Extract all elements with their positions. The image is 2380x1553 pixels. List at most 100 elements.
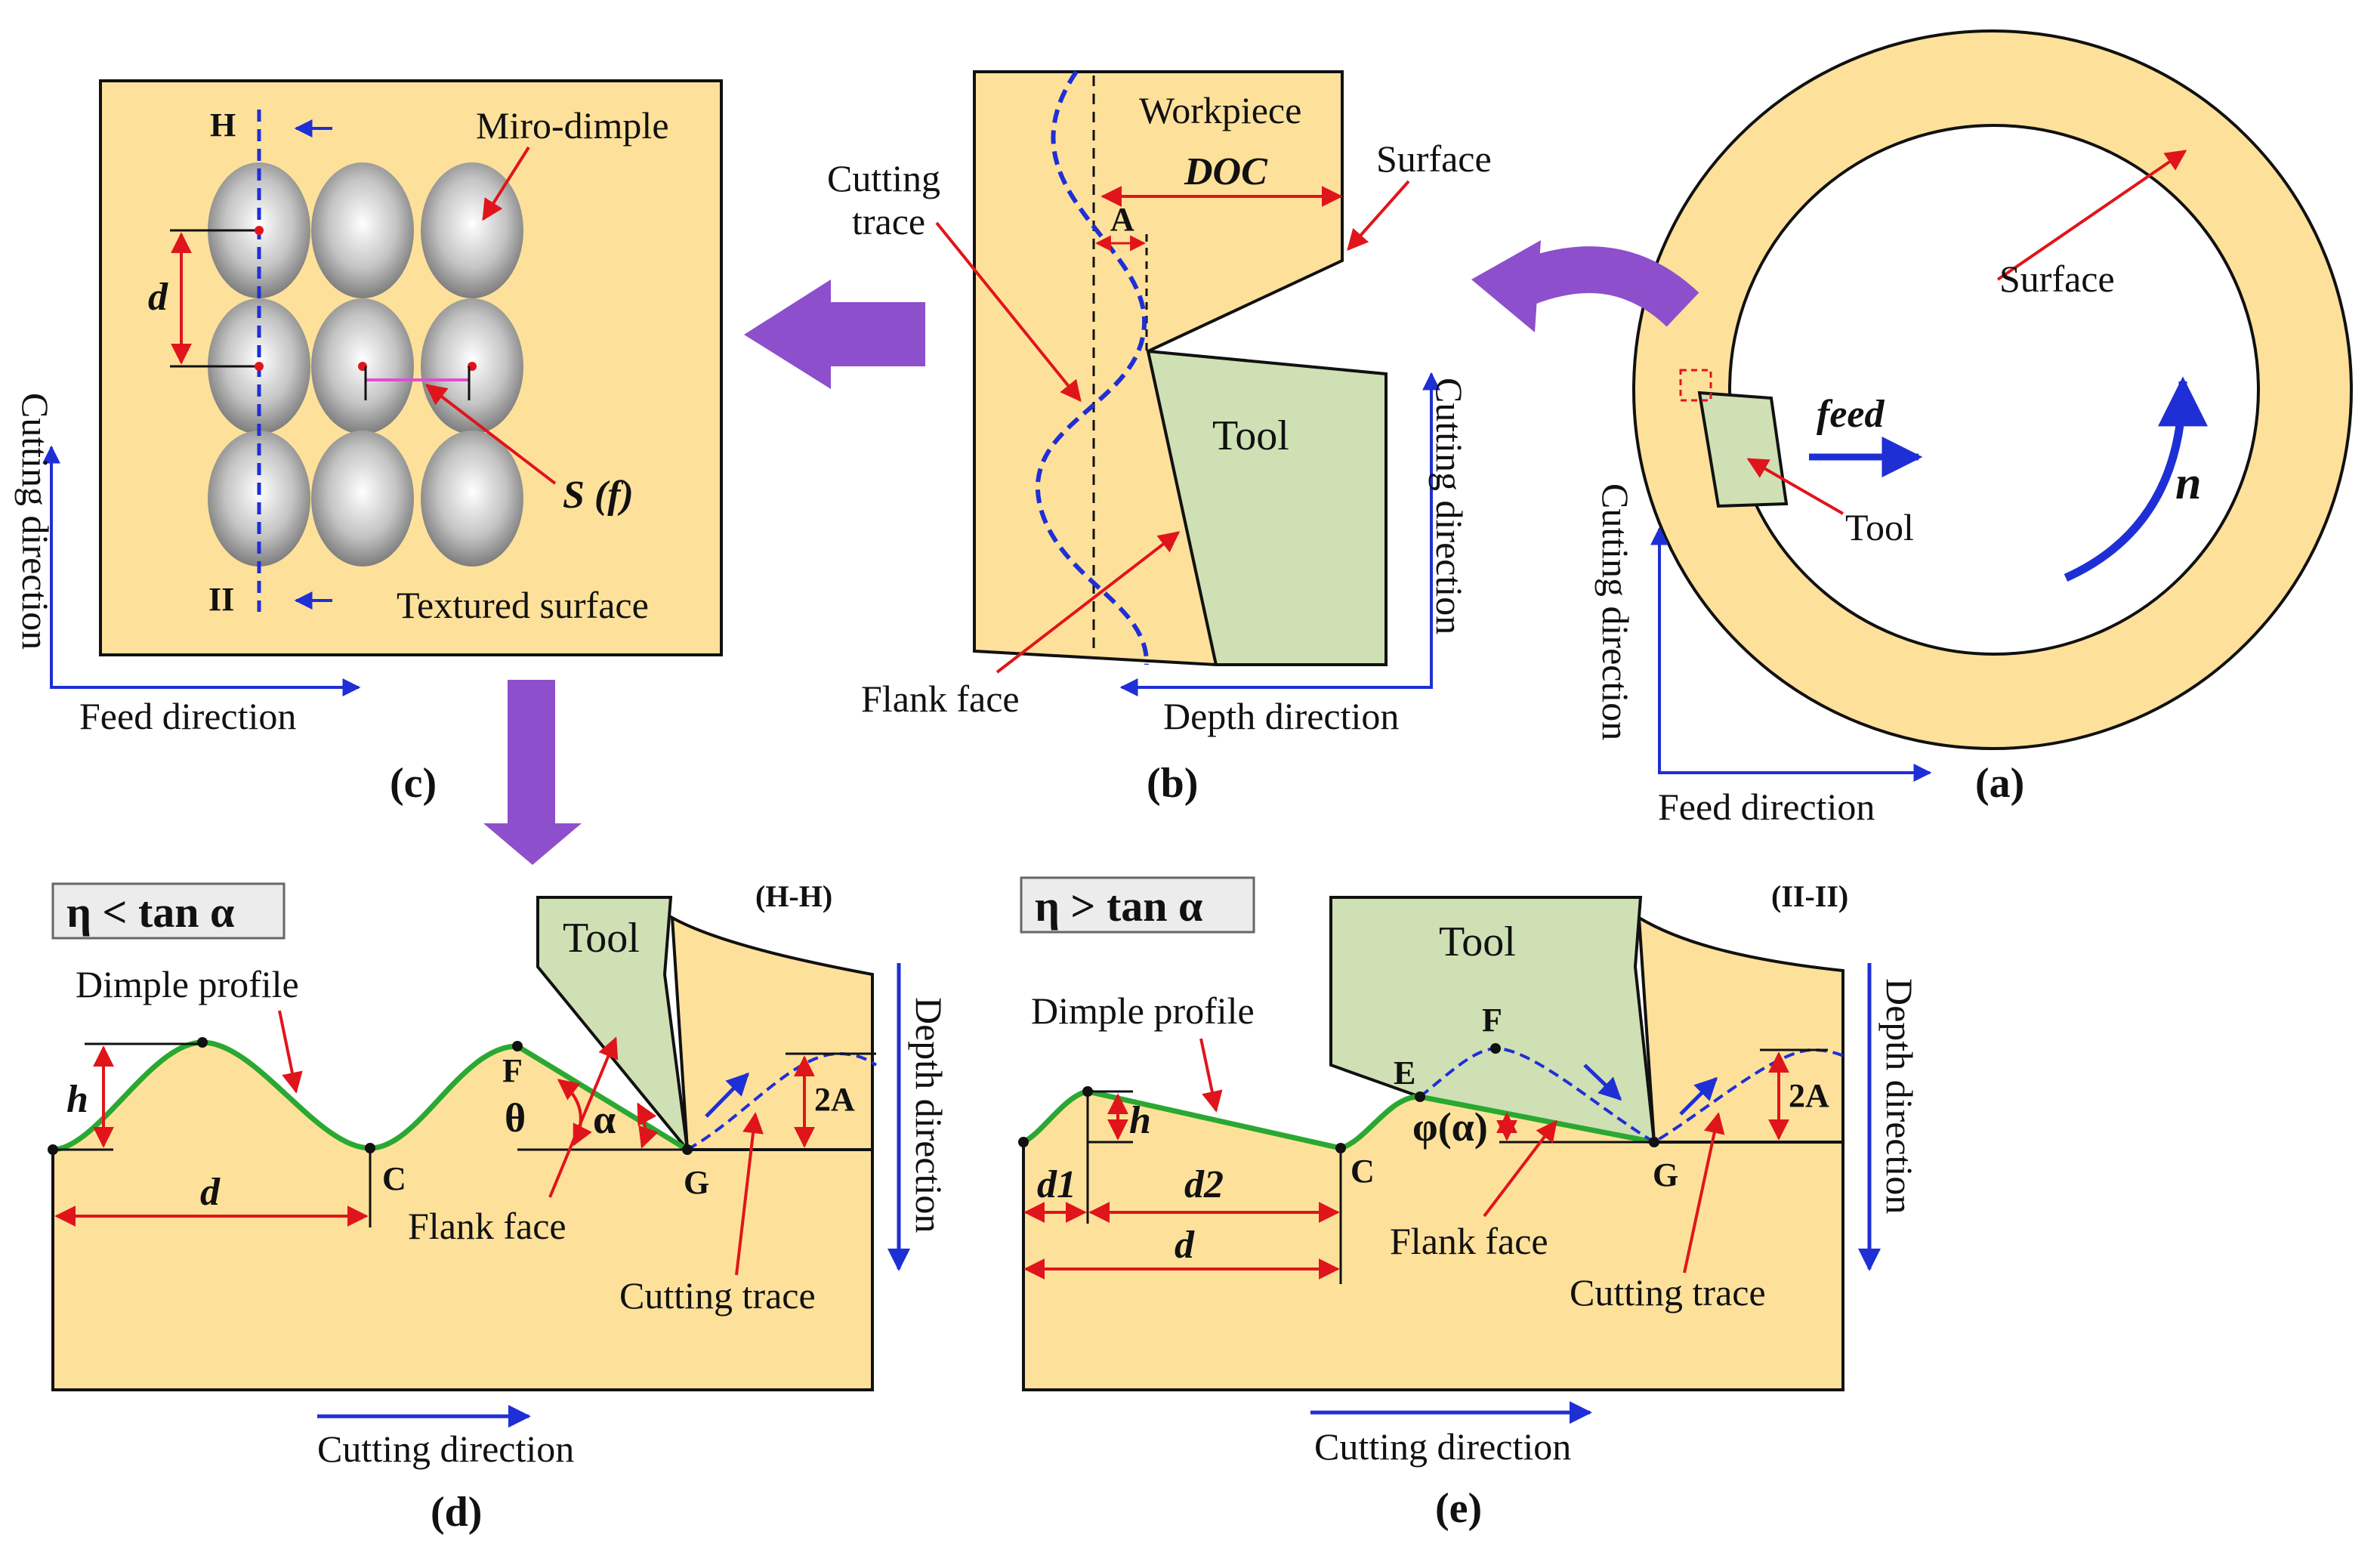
dimple-profile-pointer-e bbox=[1199, 1038, 1223, 1113]
panel-letter-b: (b) bbox=[1147, 760, 1198, 807]
panel-c: H II Miro-dimple d S (f) Textured surfac… bbox=[14, 79, 723, 807]
profile-peak-point-d bbox=[197, 1037, 208, 1048]
spacing-label-c: d bbox=[148, 276, 168, 319]
height-label-e: h bbox=[1129, 1099, 1151, 1142]
surface-pointer bbox=[1996, 150, 2187, 281]
condition-label-e: η > tan α bbox=[1035, 881, 1202, 931]
point-c-label-e: C bbox=[1351, 1153, 1375, 1190]
dimple bbox=[311, 162, 414, 298]
height-label-d: h bbox=[66, 1078, 88, 1121]
workpiece-upper-d bbox=[670, 915, 874, 1151]
profile-start-point-d bbox=[48, 1144, 58, 1155]
panel-d: η < tan α (H-H) Tool Dimple profile h d … bbox=[48, 879, 950, 1536]
dimple-profile-label-d: Dimple profile bbox=[76, 963, 299, 1005]
section-label-top: H bbox=[210, 107, 236, 144]
cutting-trace-pointer bbox=[935, 221, 1082, 403]
axes-b bbox=[1125, 374, 1433, 689]
textured-label: Textured surface bbox=[397, 584, 649, 626]
transition-arrow-b-c bbox=[744, 279, 925, 389]
cutting-trace-pointer-e bbox=[1683, 1112, 1725, 1274]
alpha-arc bbox=[637, 1102, 659, 1149]
condition-box-e bbox=[1020, 876, 1255, 934]
point-f-e bbox=[1490, 1043, 1501, 1054]
surface-label: Surface bbox=[1999, 258, 2115, 300]
d1-label-e: d1 bbox=[1037, 1163, 1076, 1206]
panel-e: η > tan α (II-II) Tool Dimple profile h … bbox=[1018, 876, 1921, 1532]
panel-letter-e: (e) bbox=[1435, 1485, 1482, 1532]
feed-spacing-label: S (f) bbox=[563, 474, 634, 517]
cutting-trace-label-e: Cutting trace bbox=[1570, 1271, 1766, 1314]
cutting-trace-label-1: Cutting bbox=[827, 157, 940, 199]
profile-start-point-e bbox=[1018, 1137, 1029, 1147]
depth-direction-label-b: Depth direction bbox=[1163, 695, 1399, 737]
theta-arc bbox=[557, 1079, 592, 1147]
rotation-arrow bbox=[2064, 376, 2208, 582]
cutting-direction-label-e: Cutting direction bbox=[1314, 1425, 1571, 1468]
workpiece-upper-e bbox=[1637, 915, 1844, 1144]
point-c-e bbox=[1335, 1143, 1346, 1153]
point-c-d bbox=[365, 1143, 375, 1153]
spacing-label-e: d bbox=[1175, 1224, 1195, 1267]
panel-letter-c: (c) bbox=[390, 760, 437, 807]
cutting-trace-label-d: Cutting trace bbox=[619, 1274, 816, 1317]
section-label-d: (H-H) bbox=[755, 879, 832, 913]
doc-label: DOC bbox=[1184, 150, 1268, 193]
axes-a bbox=[1658, 529, 1926, 774]
cutting-trace-curve-e bbox=[1418, 1046, 1848, 1144]
feed-spacing-pointer bbox=[424, 384, 557, 485]
panel-a: Surface feed Tool n Cutting direction Fe… bbox=[1594, 29, 2353, 828]
dimple-profile-label-e: Dimple profile bbox=[1031, 990, 1255, 1032]
flank-face-pointer-d bbox=[548, 1036, 619, 1198]
depth-direction-label-d: Depth direction bbox=[908, 997, 950, 1233]
point-f-label-e: F bbox=[1482, 1002, 1502, 1039]
alpha-label: α bbox=[593, 1097, 616, 1142]
tool-label-e: Tool bbox=[1439, 919, 1516, 965]
section-label-e: (II-II) bbox=[1771, 879, 1848, 913]
tool-shape-d bbox=[536, 896, 690, 1155]
cutting-direction-label-a: Cutting direction bbox=[1594, 483, 1637, 740]
amplitude-label-b: A bbox=[1110, 201, 1134, 238]
amplitude-label-e: 2A bbox=[1789, 1077, 1829, 1114]
rotation-label: n bbox=[2175, 458, 2201, 509]
panel-letter-d: (d) bbox=[431, 1489, 482, 1536]
section-label-bottom: II bbox=[208, 581, 234, 618]
condition-box-d bbox=[51, 882, 286, 940]
panel-letter-a: (a) bbox=[1975, 760, 2024, 807]
depth-direction-label-e: Depth direction bbox=[1878, 978, 1921, 1214]
workpiece-bore bbox=[1728, 124, 2260, 656]
tool-pointer bbox=[1746, 458, 1844, 515]
transition-arrow-c-d bbox=[483, 680, 582, 865]
trace-direction-arrow-d bbox=[705, 1072, 750, 1118]
tool-shape-b bbox=[1146, 349, 1388, 666]
dimple bbox=[208, 431, 310, 567]
panel-b: Workpiece DOC Surface Cutting trace A To… bbox=[827, 70, 1492, 807]
flank-face-pointer bbox=[996, 531, 1181, 674]
dimple-pointer bbox=[482, 146, 530, 221]
tool-label-b: Tool bbox=[1212, 412, 1289, 459]
workpiece-label: Workpiece bbox=[1139, 89, 1301, 131]
flank-face-label-d: Flank face bbox=[408, 1205, 566, 1247]
flank-face-pointer-e bbox=[1483, 1119, 1557, 1218]
dimple-center bbox=[255, 226, 264, 235]
cutting-trace-pointer-d bbox=[735, 1112, 764, 1276]
cutting-direction-label-d: Cutting direction bbox=[317, 1428, 574, 1470]
cutting-trace-label-2: trace bbox=[852, 200, 925, 242]
tool-label: Tool bbox=[1845, 506, 1914, 548]
theta-label: θ bbox=[505, 1095, 526, 1141]
dimple bbox=[421, 431, 523, 567]
flank-face-label-b: Flank face bbox=[861, 678, 1020, 720]
feed-direction-label-c: Feed direction bbox=[79, 695, 296, 737]
tool-label-d: Tool bbox=[563, 915, 640, 962]
trace-direction-arrow-e2 bbox=[1679, 1076, 1718, 1116]
point-c-label-d: C bbox=[382, 1160, 406, 1197]
point-e-label-e: E bbox=[1394, 1054, 1415, 1091]
axes-c bbox=[50, 449, 355, 689]
dimple-profile-curve-d bbox=[52, 1039, 689, 1153]
dimple bbox=[311, 431, 414, 567]
amplitude-label-d: 2A bbox=[814, 1081, 855, 1118]
feed-direction-label-a: Feed direction bbox=[1658, 786, 1875, 828]
surface-label-b: Surface bbox=[1376, 137, 1492, 180]
flank-face-label-e: Flank face bbox=[1390, 1220, 1548, 1262]
surface-pointer-b bbox=[1347, 180, 1410, 252]
